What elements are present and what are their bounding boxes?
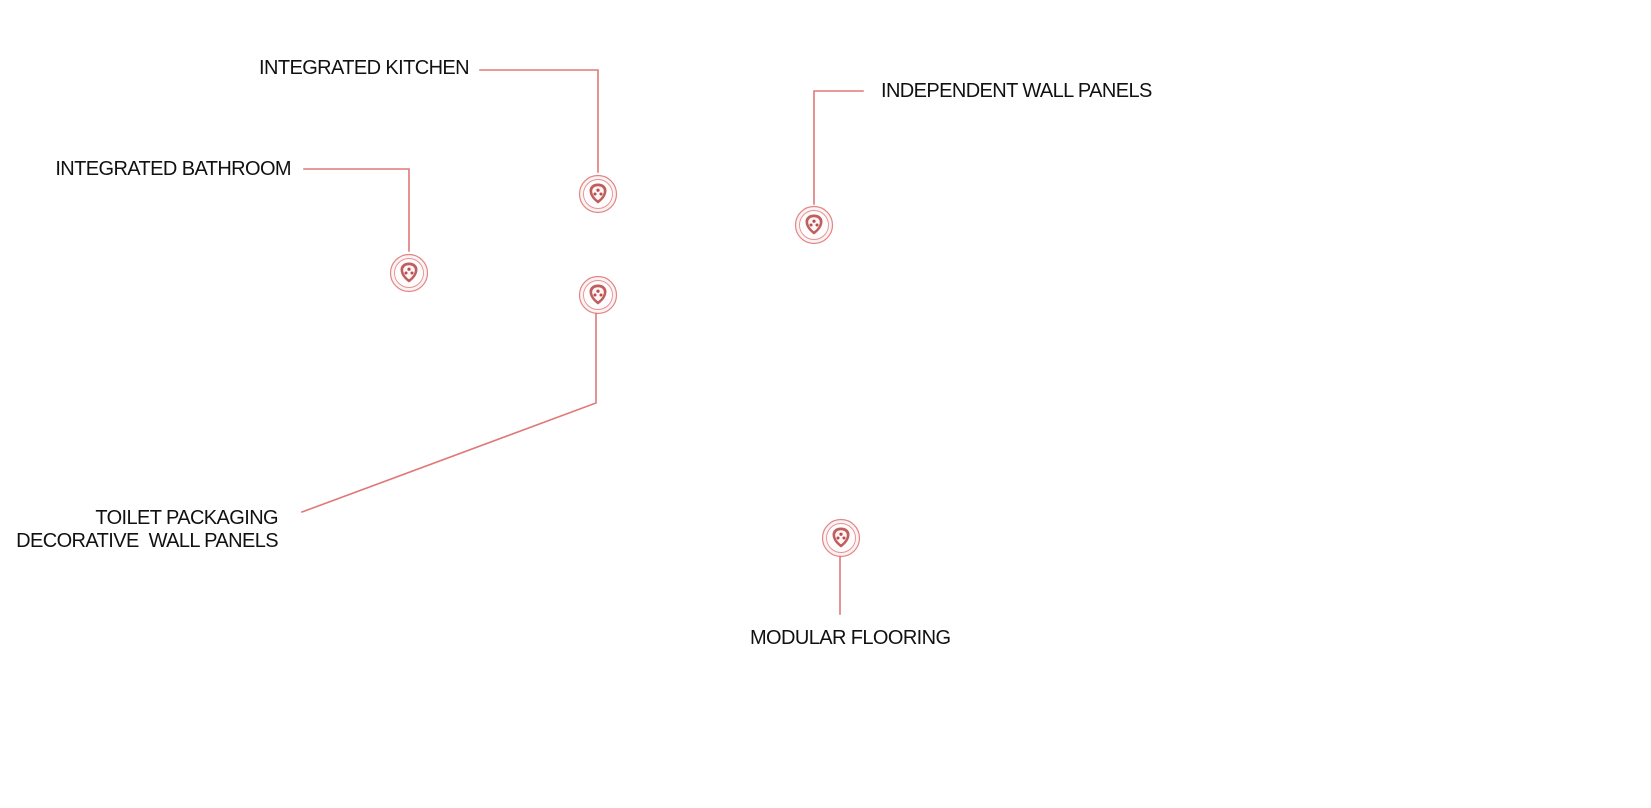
label-modular-flooring: MODULAR FLOORING (750, 627, 951, 649)
leader-line-integrated-kitchen (479, 69, 599, 173)
shield-hotspot-icon (578, 275, 618, 315)
label-integrated-kitchen: INTEGRATED KITCHEN (259, 57, 470, 79)
hotspot-integrated-kitchen[interactable] (578, 174, 618, 214)
shield-hotspot-icon (578, 174, 618, 214)
label-toilet-packaging-line2: DECORATIVE WALL PANELS (16, 530, 278, 552)
label-toilet-packaging-line1: TOILET PACKAGING (95, 507, 278, 529)
hotspot-modular-flooring[interactable] (821, 518, 861, 558)
leader-line-toilet-packaging (300, 312, 597, 514)
hotspot-integrated-bathroom[interactable] (389, 253, 429, 293)
shield-hotspot-icon (389, 253, 429, 293)
shield-hotspot-icon (794, 205, 834, 245)
label-integrated-bathroom: INTEGRATED BATHROOM (55, 158, 291, 180)
shield-hotspot-icon (821, 518, 861, 558)
hotspot-toilet-packaging[interactable] (578, 275, 618, 315)
leader-line-independent-wall-panels (813, 90, 864, 205)
hotspot-independent-wall-panels[interactable] (794, 205, 834, 245)
label-independent-wall-panels: INDEPENDENT WALL PANELS (881, 80, 1152, 102)
leader-line-integrated-bathroom (303, 168, 410, 252)
label-toilet-packaging: TOILET PACKAGING DECORATIVE WALL PANELS (16, 507, 278, 553)
